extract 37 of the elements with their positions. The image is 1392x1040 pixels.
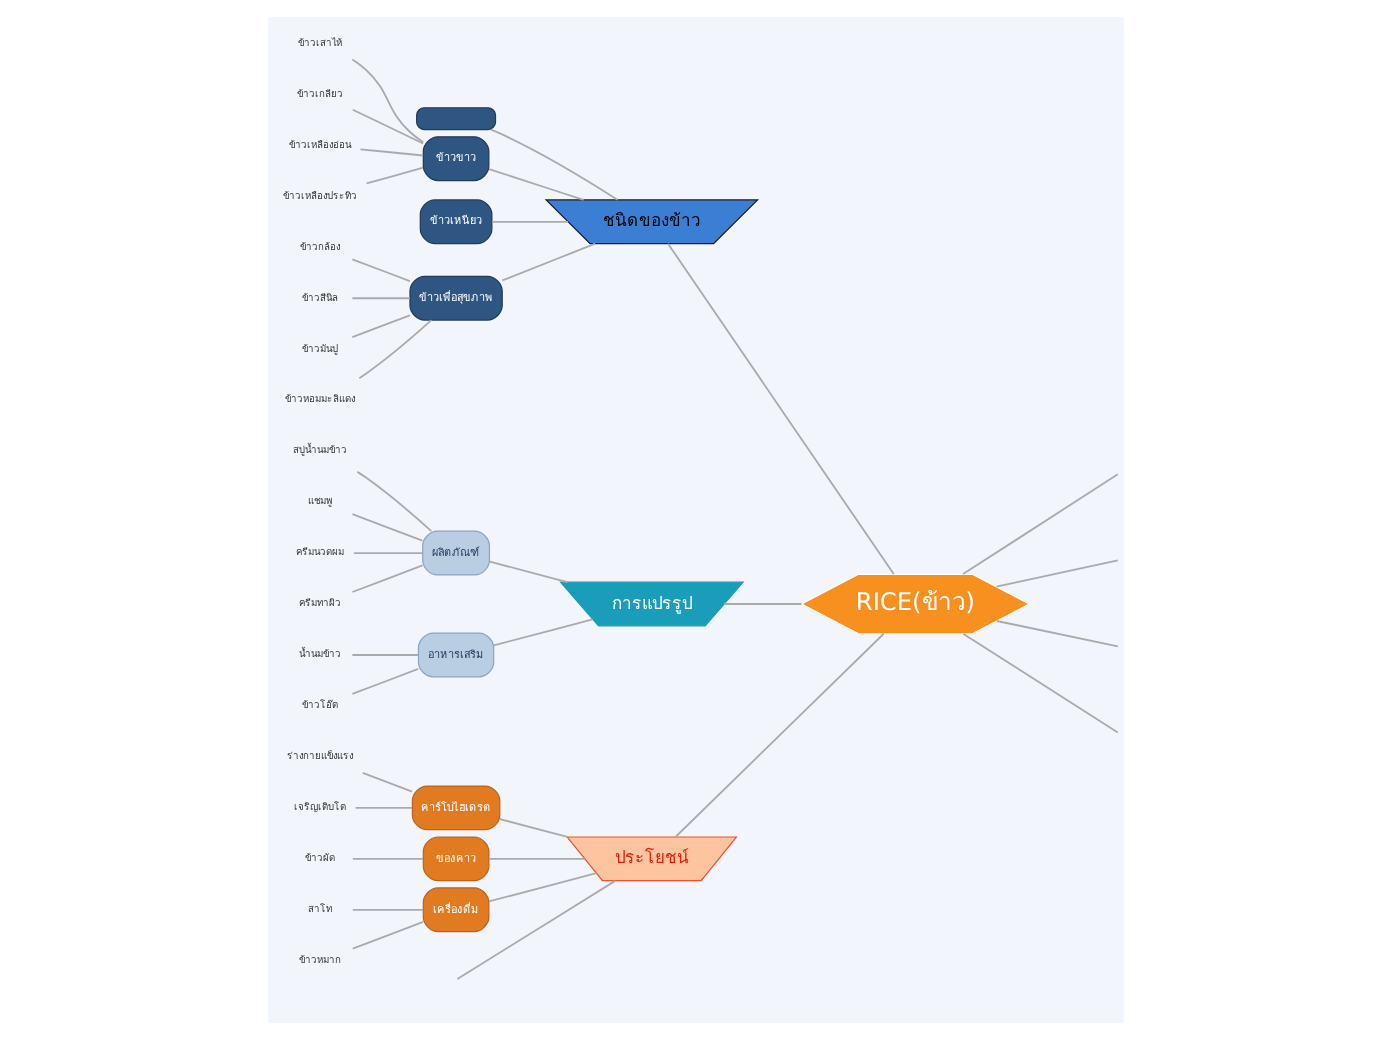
connector: [351, 564, 424, 593]
connector: [351, 857, 424, 860]
connector: [351, 108, 424, 145]
connector: [351, 908, 424, 911]
connector: [723, 603, 803, 605]
connector: [996, 620, 1119, 648]
connector: [498, 818, 569, 838]
connector: [351, 58, 425, 144]
connector: [491, 220, 569, 223]
connector: [490, 128, 619, 201]
connector: [488, 872, 598, 903]
connector: [351, 921, 424, 950]
connector: [962, 473, 1119, 575]
connector: [351, 654, 420, 656]
node-box: [416, 107, 497, 131]
connector: [354, 807, 413, 809]
connector: [493, 618, 594, 647]
connector: [487, 857, 586, 860]
connector: [501, 242, 597, 282]
connector: [667, 242, 895, 575]
connector: [352, 552, 424, 554]
connector: [456, 880, 617, 980]
connector: [351, 314, 411, 339]
connector: [351, 668, 420, 695]
connector: [351, 297, 411, 300]
connector: [356, 470, 433, 533]
connector: [361, 771, 413, 793]
connector: [351, 513, 424, 542]
connector: [674, 632, 885, 838]
connector: [488, 560, 569, 584]
connector: [488, 168, 585, 201]
connector: [995, 559, 1119, 588]
connector: [358, 319, 433, 380]
connector: [359, 148, 424, 157]
connector: [962, 633, 1119, 734]
connector: [365, 166, 424, 185]
connector: [351, 258, 411, 283]
